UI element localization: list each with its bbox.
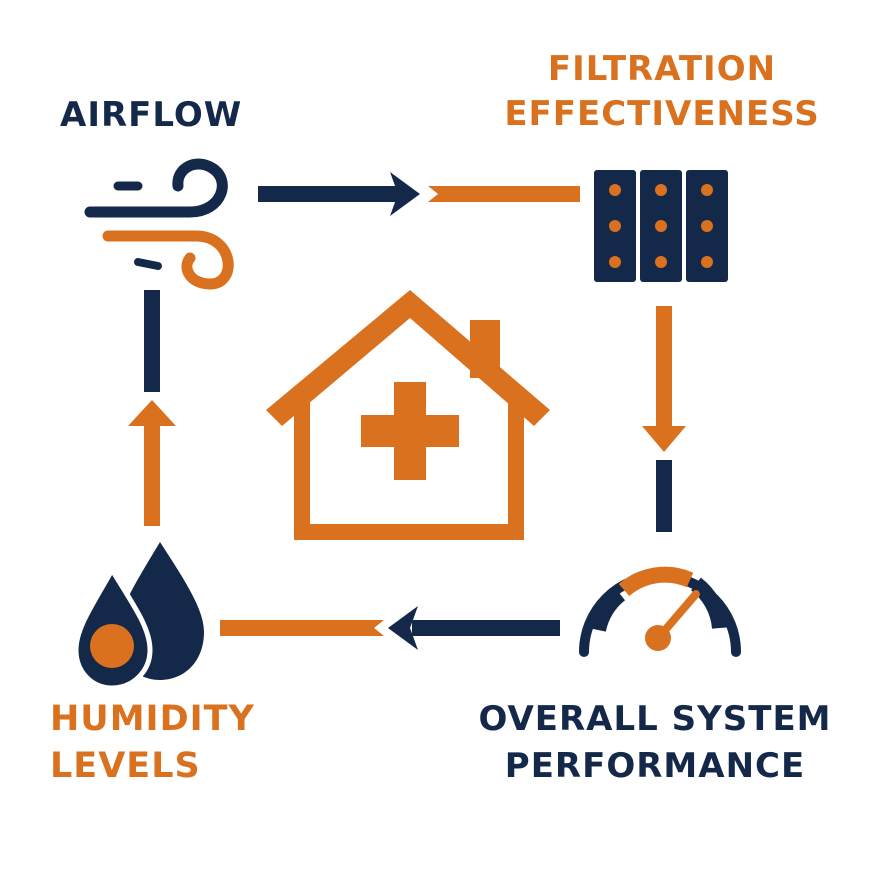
humidity-label-line1: HUMIDITY [50,699,255,739]
arrow-performance-to-humidity [220,606,560,650]
filtration-label-line2: EFFECTIVENESS [504,94,820,134]
performance-label: OVERALL SYSTEM PERFORMANCE [462,702,848,796]
wind-icon [84,158,234,290]
arrow-airflow-to-filtration [258,172,580,216]
air-filter-icon [594,170,728,282]
water-drops-icon [73,542,204,691]
arrow-humidity-to-airflow [128,290,176,526]
humidity-label: HUMIDITY LEVELS [50,702,255,796]
performance-label-line2: PERFORMANCE [504,746,806,786]
house-health-cross-icon [266,290,550,540]
airflow-label-text: AIRFLOW [60,95,243,135]
filtration-label-line1: FILTRATION [547,49,777,89]
gauge-icon [579,566,741,657]
performance-label-line1: OVERALL SYSTEM [478,699,832,739]
arrow-filtration-to-performance [642,306,686,532]
airflow-label: AIRFLOW [60,98,242,132]
humidity-label-line2: LEVELS [50,746,201,786]
filtration-label: FILTRATION EFFECTIVENESS [486,52,838,142]
